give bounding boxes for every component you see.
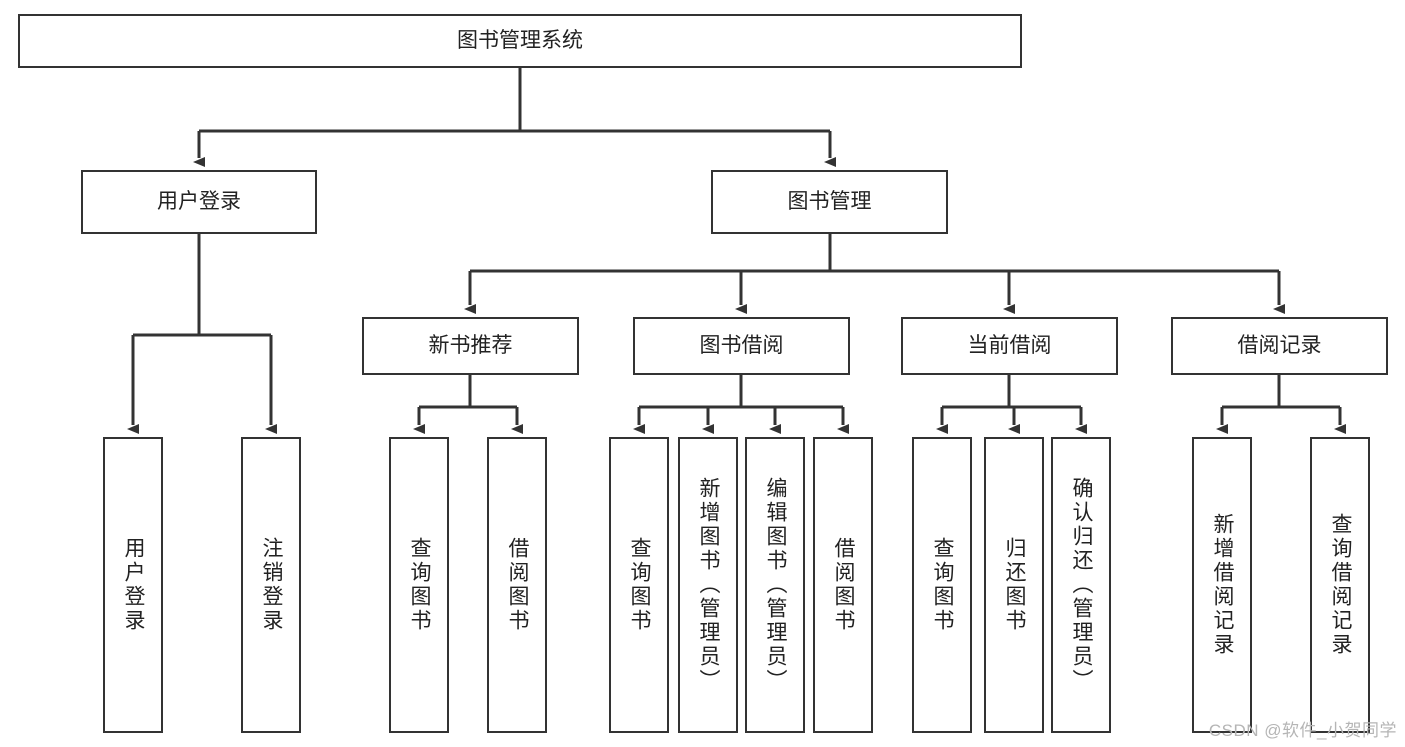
node-leaf-logout-login[interactable]: 注销登录: [241, 437, 301, 733]
node-leaf-add-borrow-record[interactable]: 新增借阅记录: [1192, 437, 1252, 733]
node-leaf-query-book-recommend-label: 查询图书: [408, 537, 432, 633]
node-leaf-return-book-label: 归还图书: [1003, 537, 1027, 633]
node-leaf-edit-book-admin-label: 编辑图书（管理员）: [764, 477, 788, 693]
node-leaf-query-borrow-record-label: 查询借阅记录: [1329, 513, 1353, 657]
node-leaf-borrow-book-recommend-label: 借阅图书: [506, 537, 530, 633]
node-leaf-confirm-return-admin-label: 确认归还（管理员）: [1070, 477, 1094, 693]
node-book-borrow-label: 图书借阅: [699, 333, 784, 357]
node-new-book-recommend-label: 新书推荐: [428, 333, 513, 357]
node-leaf-user-login-label: 用户登录: [122, 537, 146, 633]
node-root-label: 图书管理系统: [457, 28, 583, 52]
node-leaf-query-book-borrow[interactable]: 查询图书: [609, 437, 669, 733]
node-leaf-query-book-current-label: 查询图书: [931, 537, 955, 633]
node-borrow-record-label: 借阅记录: [1237, 333, 1322, 357]
node-user-login[interactable]: 用户登录: [81, 170, 317, 234]
node-leaf-borrow-book-recommend[interactable]: 借阅图书: [487, 437, 547, 733]
node-root[interactable]: 图书管理系统: [18, 14, 1022, 68]
node-book-manage-label: 图书管理: [787, 189, 872, 213]
node-leaf-borrow-book-label: 借阅图书: [832, 537, 856, 633]
node-new-book-recommend[interactable]: 新书推荐: [362, 317, 579, 375]
node-leaf-confirm-return-admin[interactable]: 确认归还（管理员）: [1051, 437, 1111, 733]
node-leaf-add-book-admin-label: 新增图书（管理员）: [697, 477, 721, 693]
node-leaf-add-borrow-record-label: 新增借阅记录: [1211, 513, 1235, 657]
node-borrow-record[interactable]: 借阅记录: [1171, 317, 1388, 375]
node-leaf-query-book-current[interactable]: 查询图书: [912, 437, 972, 733]
node-current-borrow[interactable]: 当前借阅: [901, 317, 1118, 375]
node-leaf-user-login[interactable]: 用户登录: [103, 437, 163, 733]
node-leaf-return-book[interactable]: 归还图书: [984, 437, 1044, 733]
node-leaf-add-book-admin[interactable]: 新增图书（管理员）: [678, 437, 738, 733]
node-leaf-logout-login-label: 注销登录: [260, 537, 284, 633]
node-book-borrow[interactable]: 图书借阅: [633, 317, 850, 375]
node-leaf-query-borrow-record[interactable]: 查询借阅记录: [1310, 437, 1370, 733]
node-book-manage[interactable]: 图书管理: [711, 170, 948, 234]
node-leaf-query-book-borrow-label: 查询图书: [628, 537, 652, 633]
node-user-login-label: 用户登录: [157, 189, 241, 213]
node-leaf-edit-book-admin[interactable]: 编辑图书（管理员）: [745, 437, 805, 733]
node-leaf-borrow-book[interactable]: 借阅图书: [813, 437, 873, 733]
node-leaf-query-book-recommend[interactable]: 查询图书: [389, 437, 449, 733]
watermark: CSDN @软件_小贺同学: [1208, 721, 1397, 740]
node-current-borrow-label: 当前借阅: [967, 333, 1052, 357]
